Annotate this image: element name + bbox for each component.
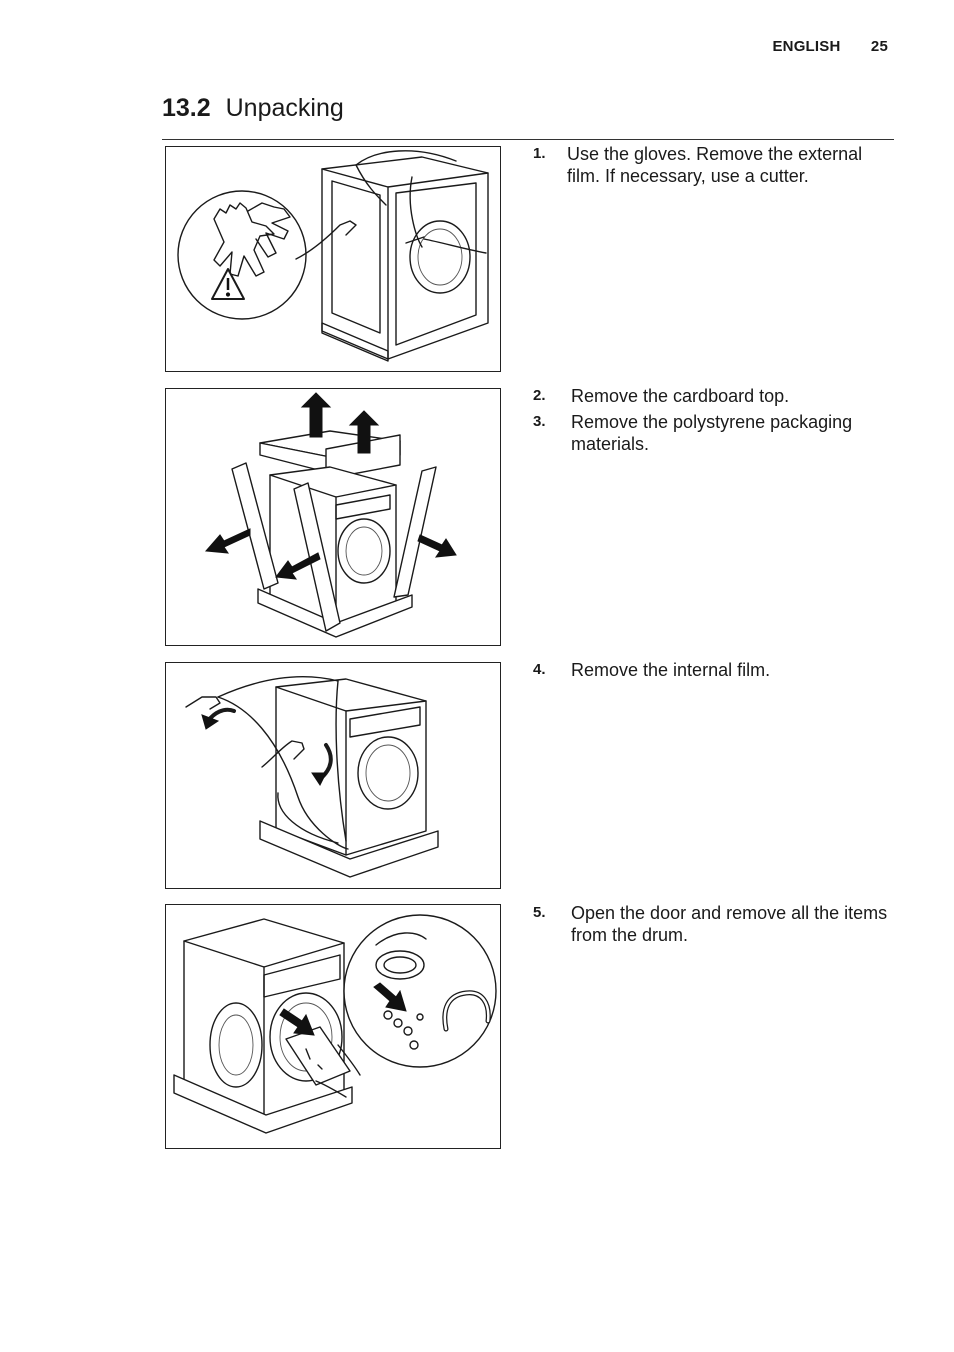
transit-plugs-icon: [383, 1010, 424, 1050]
arrow-down-right-icon: [373, 982, 407, 1012]
washing-machine-open-door: [173, 918, 353, 1134]
step-1: 1. Use the gloves. Remove the external f…: [533, 143, 893, 187]
arrow-down-right-icon: [279, 1008, 315, 1036]
step-1-text: Use the gloves. Remove the external film…: [567, 144, 863, 186]
page-number: 25: [870, 38, 888, 55]
up-arrow-icon: [348, 410, 380, 454]
arrow-left-icon: [204, 528, 251, 554]
section-number: 13.2: [162, 94, 211, 122]
up-arrow-icon: [300, 392, 332, 438]
step-5: 5. Open the door and remove all the item…: [533, 902, 893, 946]
section-title-text: Unpacking: [225, 94, 344, 122]
figure-remove-cardboard-top: [165, 388, 501, 646]
figure-remove-items-from-drum: [165, 904, 501, 1149]
hands-holding-bag: [315, 1044, 361, 1098]
figure-remove-internal-film: [165, 662, 501, 889]
inlet-hose-icon: [375, 932, 427, 980]
title-divider: [162, 139, 894, 140]
step-5-text: Open the door and remove all the items f…: [571, 903, 888, 945]
step-4-text: Remove the internal film.: [571, 660, 771, 680]
curved-arrow-icon: [201, 707, 236, 730]
step-3-number: 3.: [533, 413, 546, 430]
page-header: ENGLISH 25: [772, 38, 888, 55]
header-language: ENGLISH: [772, 38, 841, 55]
section-title: 13.2 Unpacking: [162, 94, 344, 123]
warning-triangle-icon: [211, 268, 245, 300]
internal-film: [217, 676, 349, 850]
step-2-number: 2.: [533, 387, 546, 404]
curved-arrow-icon: [311, 743, 333, 786]
hose-guide-icon: [442, 990, 491, 1032]
hands-with-cutter: [295, 220, 487, 260]
accessories-inset: [343, 914, 497, 1068]
step-4-number: 4.: [533, 661, 546, 678]
gloves-warning-inset: [177, 190, 307, 320]
washing-machine-wrapped: [321, 150, 489, 362]
arrow-left-icon: [275, 552, 321, 580]
step-4: 4. Remove the internal film.: [533, 659, 893, 681]
gloves-icon: [213, 202, 291, 277]
step-2-text: Remove the cardboard top.: [571, 386, 790, 406]
step-1-number: 1.: [533, 145, 546, 162]
washing-machine: [259, 678, 439, 878]
step-3-text: Remove the polystyrene packaging materia…: [571, 412, 853, 454]
step-3: 3. Remove the polystyrene packaging mate…: [533, 411, 893, 455]
figure-remove-external-film: [165, 146, 501, 372]
arrow-right-icon: [417, 534, 457, 558]
step-2: 2. Remove the cardboard top.: [533, 385, 893, 407]
hands-pulling-film: [185, 696, 305, 768]
step-5-number: 5.: [533, 904, 546, 921]
